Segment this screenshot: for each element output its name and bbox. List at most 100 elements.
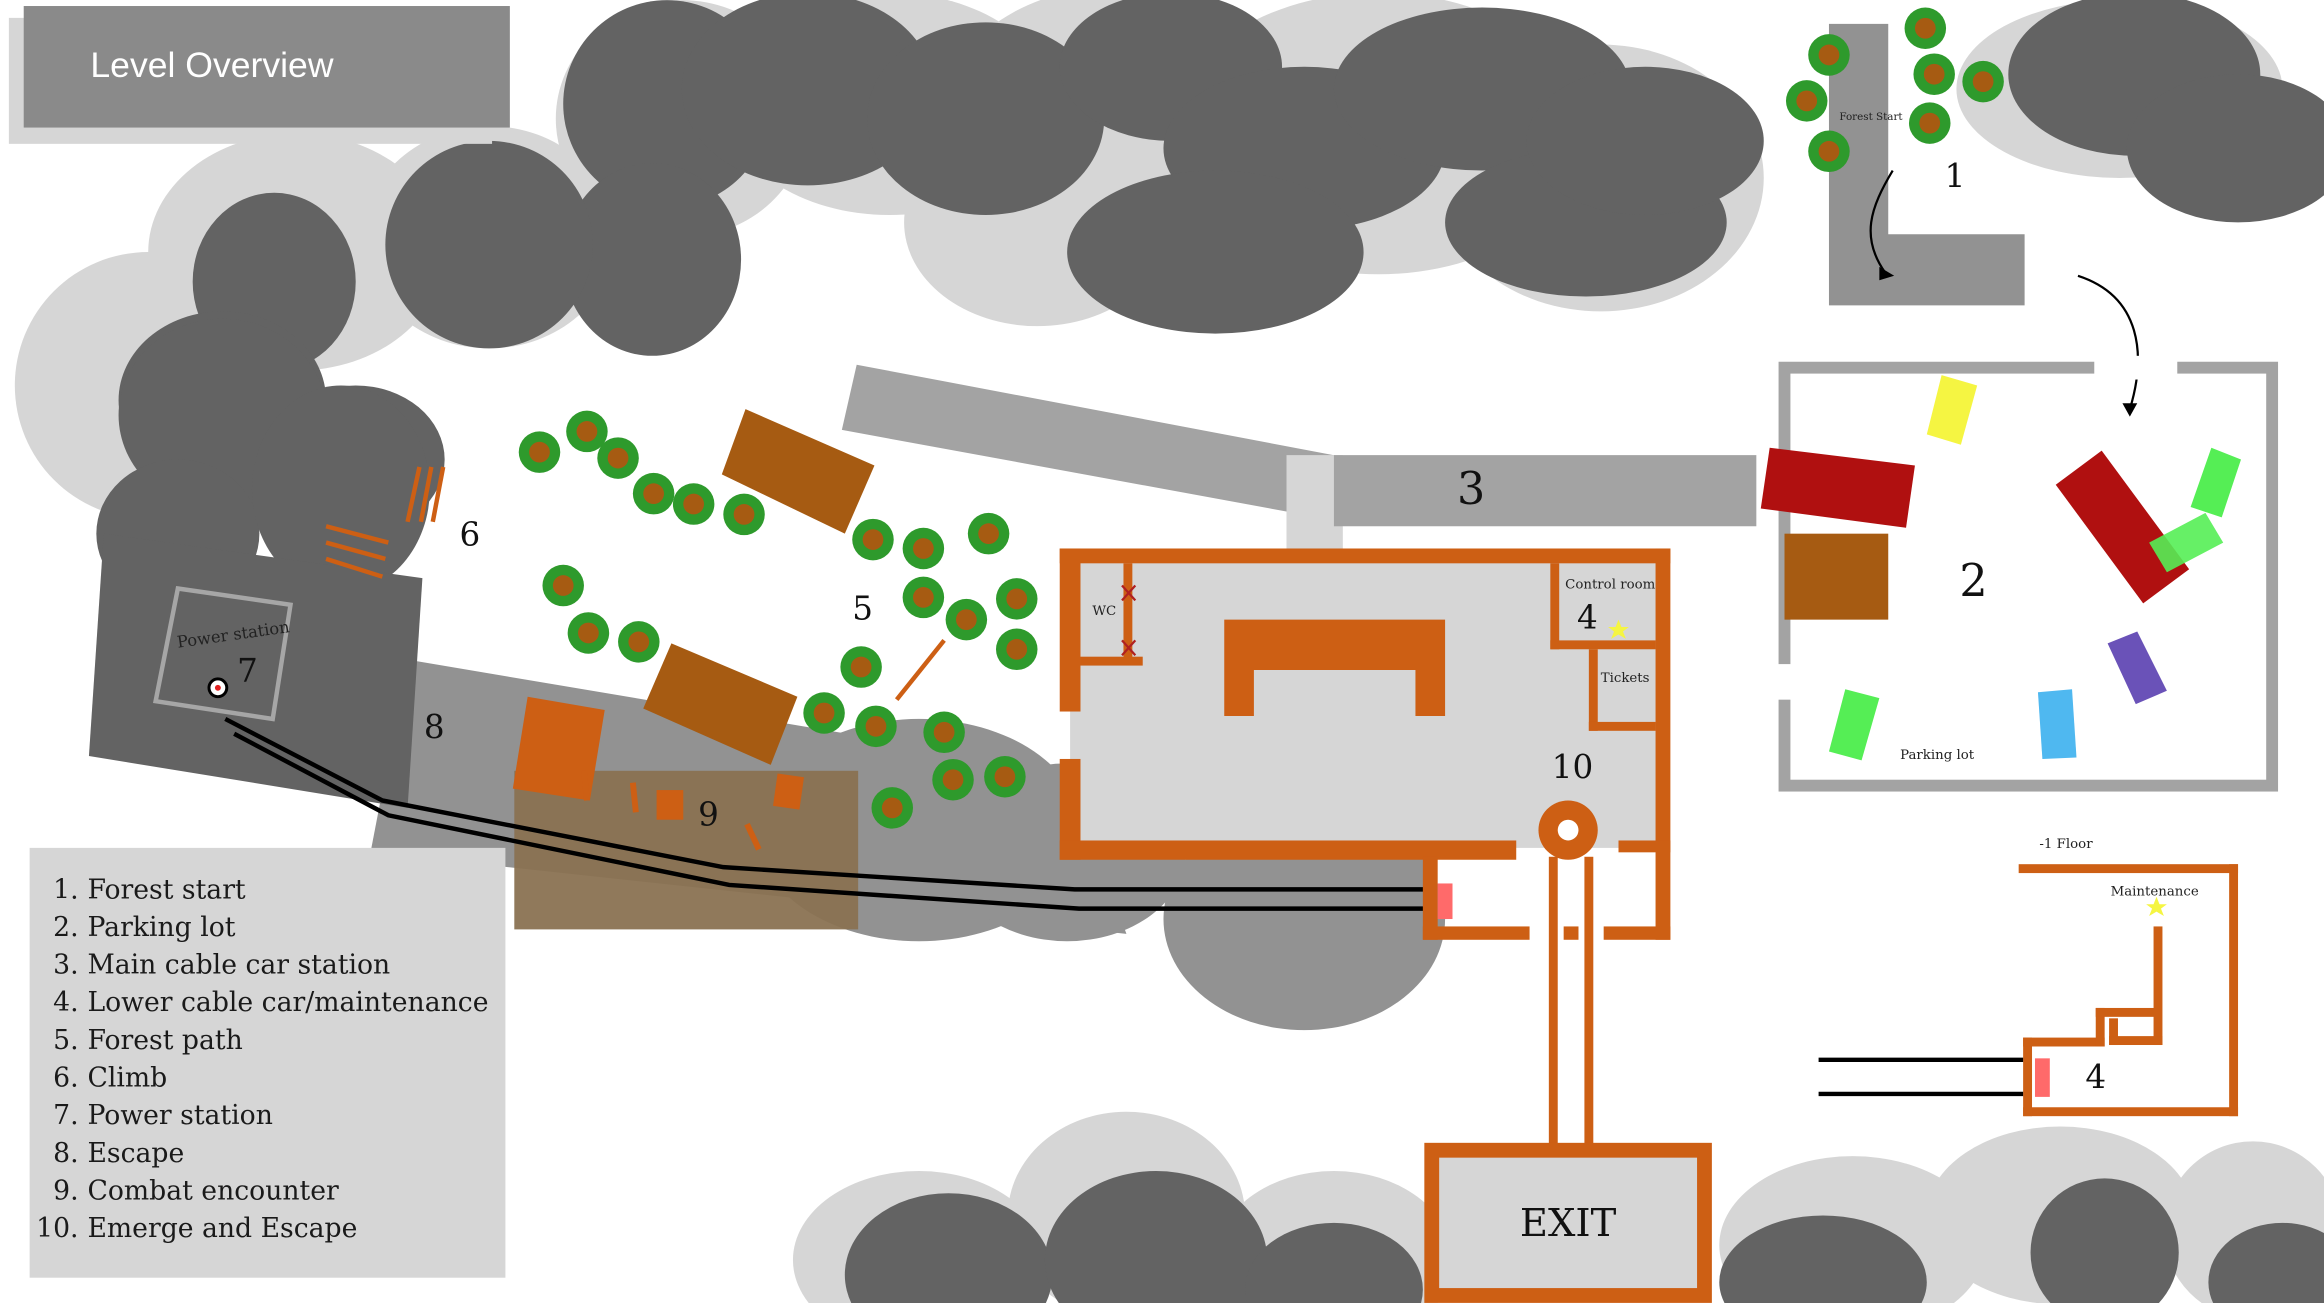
- parking-lot-label: Parking lot: [1900, 748, 1975, 763]
- forest-start: Forest Start 1: [1785, 7, 2139, 417]
- legend-item-number: 3.: [53, 950, 78, 981]
- crate: [656, 790, 684, 820]
- area-number-3: 3: [1457, 464, 1485, 515]
- parking-lot: Parking lot 2: [1760, 355, 2279, 792]
- area-number-4: 4: [1577, 599, 1598, 637]
- objective-star-icon[interactable]: [2146, 896, 2167, 917]
- tree-icon: [597, 437, 639, 479]
- car: [2037, 689, 2077, 759]
- car: [1926, 375, 1978, 445]
- tree-icon: [1808, 130, 1850, 173]
- area-number-7: 7: [237, 652, 258, 690]
- car: [2055, 450, 2190, 604]
- tree-icon: [932, 758, 974, 801]
- legend-item-label: Main cable car station: [87, 950, 390, 981]
- tree-icon: [566, 410, 608, 453]
- legend-item-label: Escape: [87, 1138, 184, 1169]
- car: [2107, 631, 2167, 705]
- area-number-10: 10: [1552, 748, 1593, 786]
- maintenance-floor: -1 Floor Maintenance 4: [1818, 837, 2239, 1117]
- area-number-1: 1: [1945, 157, 1966, 195]
- crate: [773, 773, 804, 810]
- tree-icon: [996, 628, 1038, 671]
- tree-icon: [902, 576, 945, 619]
- legend-item-label: Forest start: [87, 874, 245, 905]
- tree-icon: [871, 787, 913, 829]
- area-number-6: 6: [459, 516, 480, 554]
- tree-icon: [996, 578, 1038, 620]
- forest-start-label: Forest Start: [1839, 111, 1903, 123]
- floor-minus-1-label: -1 Floor: [2039, 837, 2093, 852]
- cloud-band-bottom: [792, 1111, 2324, 1303]
- tree-icon: [840, 646, 882, 688]
- title-panel: Level Overview: [8, 6, 510, 144]
- legend-item-number: 6.: [53, 1063, 78, 1094]
- legend-item-label: Lower cable car/maintenance: [87, 987, 488, 1018]
- area-number-5: 5: [852, 590, 873, 628]
- maintenance-label: Maintenance: [2111, 884, 2199, 899]
- crate: [1784, 533, 1889, 620]
- exit-area[interactable]: EXIT: [1424, 1142, 1712, 1303]
- tree-icon: [618, 621, 660, 663]
- tree-icon: [542, 564, 584, 607]
- crate: [512, 696, 605, 801]
- combat-zone: 9: [512, 696, 859, 930]
- car: [1760, 447, 1915, 528]
- wc-door-icon: [1121, 584, 1137, 656]
- legend-item-number: 2.: [53, 912, 78, 943]
- tree-icon: [1913, 53, 1955, 95]
- legend-item-number: 9.: [53, 1175, 78, 1206]
- wc-label: WC: [1092, 604, 1116, 619]
- legend-item-label: Climb: [87, 1063, 167, 1094]
- control-room-label: Control room: [1565, 578, 1655, 593]
- legend-item-label: Parking lot: [87, 912, 235, 943]
- forest-trees: [518, 410, 1038, 829]
- crate: [721, 409, 875, 534]
- legend-item-label: Power station: [87, 1100, 272, 1131]
- cable-line: [224, 716, 1431, 911]
- car: [2190, 447, 2241, 518]
- climb-ladder[interactable]: [325, 466, 446, 579]
- objective-star-icon[interactable]: [1608, 619, 1629, 639]
- tree-icon: [803, 692, 845, 734]
- legend-item-number: 1.: [53, 874, 78, 905]
- car: [2149, 512, 2224, 573]
- area-number-8: 8: [424, 708, 445, 746]
- crate: [643, 643, 798, 765]
- tree-icon: [1962, 60, 2004, 103]
- legend-item-label: Emerge and Escape: [87, 1213, 357, 1244]
- tree-icon: [852, 518, 894, 561]
- tickets-label: Tickets: [1601, 671, 1650, 686]
- legend-item-number: 4.: [53, 987, 78, 1018]
- area-number-9: 9: [698, 796, 719, 834]
- counter: [1224, 619, 1446, 716]
- tree-icon: [723, 493, 765, 536]
- tree-icon: [923, 711, 965, 754]
- tree-icon: [1904, 7, 1947, 50]
- legend-item-label: Forest path: [87, 1025, 242, 1056]
- tree-icon: [945, 598, 988, 641]
- tree-icon: [902, 527, 945, 570]
- tree-icon: [967, 512, 1010, 555]
- road-network: 3: [841, 364, 1757, 559]
- area-number-2: 2: [1959, 556, 1987, 607]
- cable-car-dock[interactable]: [2034, 1058, 2050, 1097]
- exit-label: EXIT: [1520, 1201, 1617, 1246]
- tree-icon: [672, 483, 715, 525]
- tree-icon: [1808, 34, 1850, 76]
- cable-car-dock[interactable]: [1437, 883, 1453, 920]
- legend-item-number: 5.: [53, 1025, 78, 1056]
- tree-icon: [1909, 102, 1951, 144]
- tree-icon: [984, 755, 1026, 798]
- car: [1828, 689, 1880, 761]
- legend-item-label: Combat encounter: [87, 1175, 339, 1206]
- legend-panel: 1. Forest start 2. Parking lot 3. Main cable …: [29, 847, 506, 1278]
- legend-item-number: 8.: [53, 1138, 78, 1169]
- tree-icon: [1785, 80, 1828, 122]
- legend-item-number: 7.: [53, 1100, 78, 1131]
- tree-icon: [855, 705, 897, 748]
- tree-icon: [567, 612, 610, 654]
- legend-item-number: 10.: [36, 1213, 78, 1244]
- main-station: WC Control room 4 Tickets 10: [1059, 548, 1671, 1146]
